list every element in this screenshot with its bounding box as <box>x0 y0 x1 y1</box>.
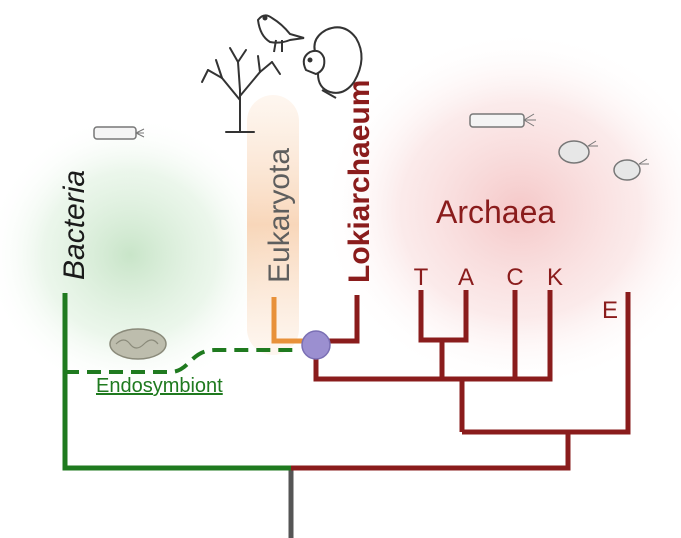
archaea-stem <box>291 432 568 468</box>
lokiarchaeum-label: Lokiarchaeum <box>343 80 376 283</box>
endosymbiont-label: Endosymbiont <box>96 375 223 397</box>
mitochondrion-icon <box>110 329 166 359</box>
clade-e-label: E <box>602 297 618 324</box>
clade-t-label: T <box>414 264 429 291</box>
eukaryota-label: Eukaryota <box>263 148 296 283</box>
rod-bacterium-icon <box>94 127 144 139</box>
bird-icon <box>258 15 304 52</box>
clade-a-label: A <box>458 264 474 291</box>
clade-c-label: C <box>506 264 523 291</box>
archaea-label: Archaea <box>436 194 555 230</box>
bacteria-label: Bacteria <box>58 170 91 280</box>
clade-k-label: K <box>547 264 563 291</box>
ancestor-node-icon <box>302 331 330 359</box>
